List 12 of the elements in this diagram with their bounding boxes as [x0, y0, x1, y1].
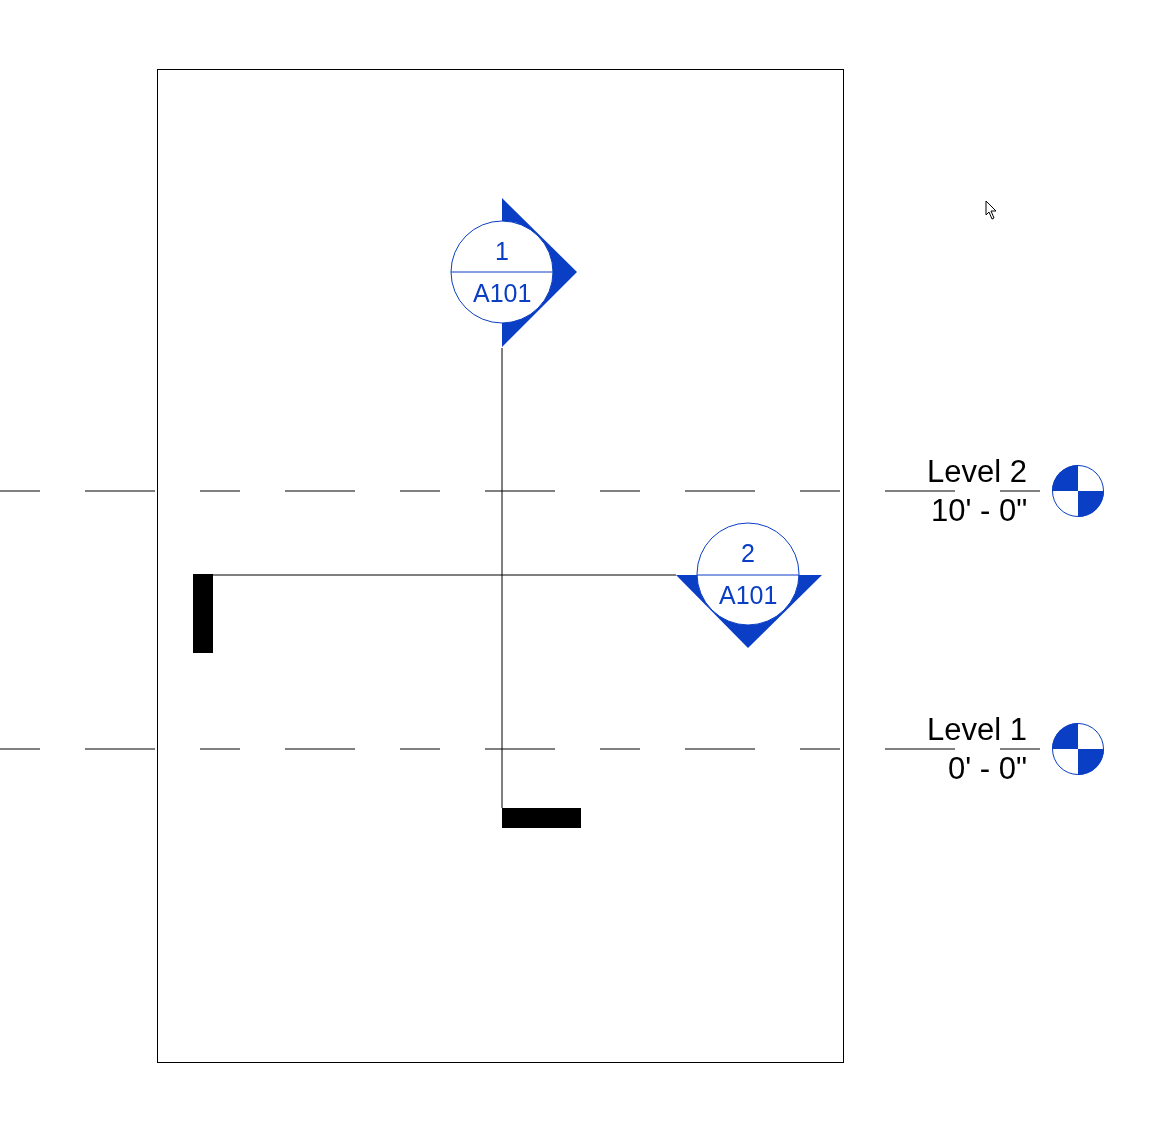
- section-head-symbol: [451, 198, 578, 348]
- section-tail-bar: [193, 574, 213, 653]
- section-line: [212, 574, 677, 576]
- sheet-number: A101: [473, 281, 532, 306]
- level-head-symbol: [1052, 723, 1104, 775]
- sheet-number: A101: [719, 583, 778, 608]
- section-line: [501, 347, 503, 809]
- detail-number: 1: [495, 239, 509, 264]
- level-head-symbol: [1052, 465, 1104, 517]
- detail-number: 2: [741, 541, 755, 566]
- section-head-symbol: [676, 523, 823, 649]
- section-tail-bar: [502, 808, 581, 828]
